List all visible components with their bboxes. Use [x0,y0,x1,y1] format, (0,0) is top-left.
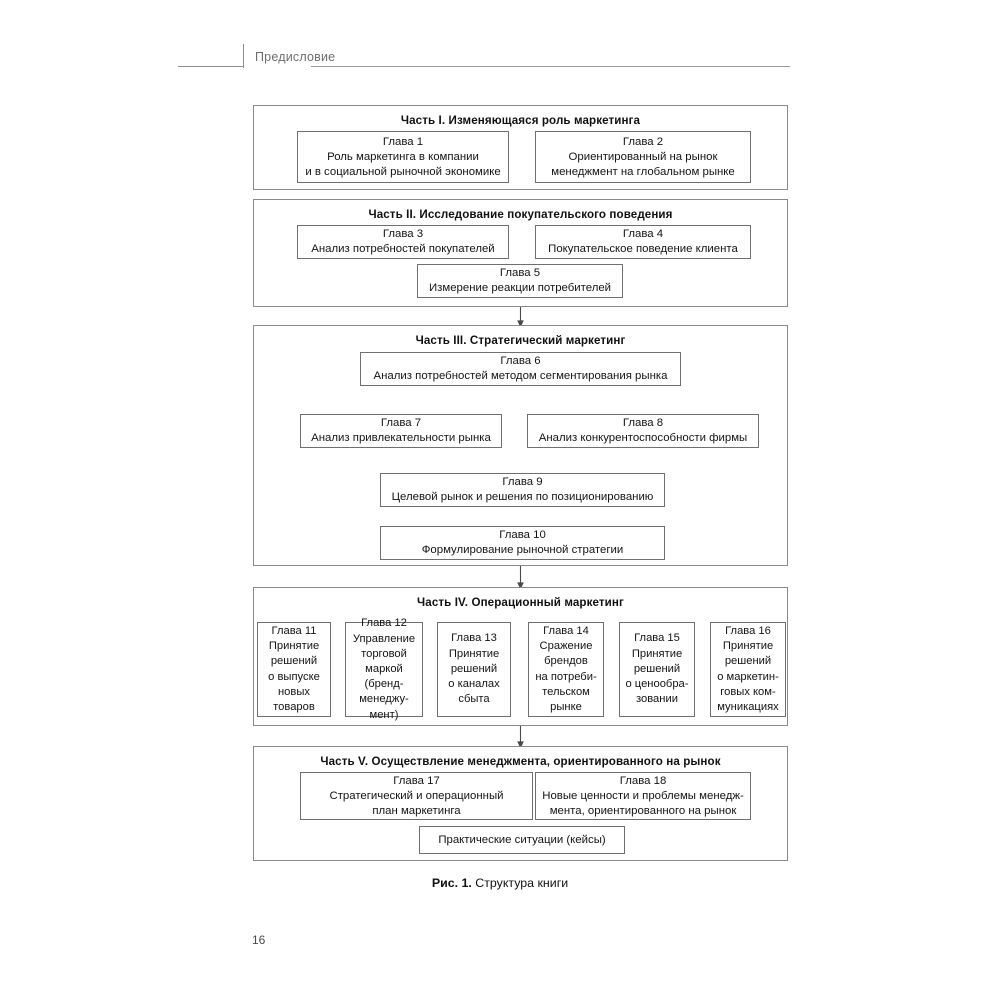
header-rule-right [311,66,790,67]
chapter-box-15[interactable]: Глава 15 Принятие решений о ценообра- зо… [619,622,695,717]
chapter-box-4[interactable]: Глава 4 Покупательское поведение клиента [535,225,751,259]
chapter-line: рынке [550,700,582,713]
chapter-line: маркой [365,662,403,675]
chapter-line: зовании [636,693,678,706]
chapter-line: Ориентированный на рынок [568,150,718,163]
chapter-number: Глава 8 [622,417,664,429]
chapter-number: Глава 6 [500,355,541,367]
chapter-number: Глава 1 [382,135,424,148]
chapter-line: менеджу- [359,693,409,706]
chapter-number: Глава 3 [382,228,424,240]
chapter-box-9[interactable]: Глава 9 Целевой рынок и решения по позиц… [380,473,665,507]
chapter-number: Глава 7 [380,417,422,429]
chapter-line: товаров [273,700,315,713]
chapter-line: Сражение [539,640,593,653]
chapter-line: Анализ потребностей покупателей [311,243,495,255]
chapter-line: торговой [361,647,407,660]
chapter-number: Глава 12 [361,617,407,630]
chapter-number: Глава 13 [451,632,497,645]
chapter-box-10[interactable]: Глава 10 Формулирование рыночной стратег… [380,526,665,560]
chapter-box-7[interactable]: Глава 7 Анализ привлекательности рынка [300,414,502,448]
chapter-line: план маркетинга [372,804,461,817]
chapter-line: и в социальной рыночной экономике [305,165,501,178]
chapter-line: новых [278,685,310,698]
chapter-line: муникациях [717,700,779,713]
figure-caption-label: Рис. 1. [431,876,472,890]
chapter-box-13[interactable]: Глава 13 Принятие решений о каналах сбыт… [437,622,511,717]
chapter-box-11[interactable]: Глава 11 Принятие решений о выпуске новы… [257,622,331,717]
chapter-line: решений [450,662,498,675]
cases-label: Практические ситуации (кейсы) [438,833,606,846]
chapter-box-6[interactable]: Глава 6 Анализ потребностей методом сегм… [360,352,681,386]
chapter-box-12[interactable]: Глава 12 Управление торговой маркой (бре… [345,617,423,721]
chapter-line: Формулирование рыночной стратегии [421,544,624,556]
chapter-line: мента, ориентированного на рынок [549,804,737,817]
chapter-number: Глава 18 [619,774,667,787]
cases-box[interactable]: Практические ситуации (кейсы) [419,826,625,854]
chapter-line: говых ком- [720,685,776,698]
chapter-box-14[interactable]: Глава 14 Сражение брендов на потреби- те… [528,622,604,717]
header-title: Предисловие [255,50,336,64]
chapter-line: Измерение реакции потребителей [428,282,612,294]
chapter-line: о каналах [448,678,500,691]
chapter-number: Глава 14 [543,624,589,637]
part-title-1: Часть I. Изменяющаяся роль маркетинга [400,114,641,127]
chapter-line: Анализ конкурентоспособности фирмы [538,432,748,444]
figure-caption: Рис. 1. Структура книги [0,876,1000,890]
chapter-box-2[interactable]: Глава 2 Ориентированный на рынок менеджм… [535,131,751,183]
chapter-number: Глава 17 [393,774,440,787]
chapter-line: Принятие [268,640,320,653]
chapter-line: решений [270,655,318,668]
chapter-line: Роль маркетинга в компании [327,150,479,163]
chapter-box-18[interactable]: Глава 18 Новые ценности и проблемы менед… [535,772,751,820]
header-rule-tick [243,44,244,68]
chapter-line: Анализ привлекательности рынка [311,432,491,444]
chapter-box-5[interactable]: Глава 5 Измерение реакции потребителей [417,264,623,298]
chapter-line: Принятие [722,640,774,653]
chapter-box-16[interactable]: Глава 16 Принятие решений о маркетин- го… [710,622,786,717]
chapter-line: решений [633,662,681,675]
chapter-box-1[interactable]: Глава 1 Роль маркетинга в компании и в с… [297,131,509,183]
chapter-line: Принятие [631,647,683,660]
part-frame-4: Часть IV. Операционный маркетинг [253,587,788,726]
figure-caption-text: Структура книги [471,876,569,890]
chapter-line: Управление [352,632,416,645]
chapter-line: Целевой рынок и решения по позиционирова… [391,491,654,503]
chapter-line: сбыта [458,693,490,706]
chapter-line: (бренд- [364,678,404,691]
part-title-2: Часть II. Исследование покупательского п… [368,208,673,221]
chapter-line: решений [724,655,772,668]
chapter-line: Покупательское поведение клиента [548,243,738,255]
page-number: 16 [252,933,266,947]
chapter-line: о выпуске [268,670,320,683]
chapter-line: Анализ потребностей методом сегментирова… [373,370,668,382]
chapter-line: мент) [369,708,399,721]
chapter-box-3[interactable]: Глава 3 Анализ потребностей покупателей [297,225,509,259]
chapter-number: Глава 16 [725,624,771,637]
chapter-number: Глава 15 [634,632,680,645]
chapter-box-17[interactable]: Глава 17 Стратегический и операционный п… [300,772,533,820]
chapter-line: Новые ценности и проблемы менедж- [542,789,744,802]
chapter-line: менеджмент на глобальном рынке [551,165,735,178]
chapter-line: брендов [544,655,588,668]
chapter-line: Стратегический и операционный [329,789,504,802]
chapter-number: Глава 4 [622,228,664,240]
chapter-number: Глава 9 [502,476,543,488]
part-title-4: Часть IV. Операционный маркетинг [417,596,624,609]
chapter-line: о маркетин- [717,670,779,683]
chapter-line: о ценообра- [625,678,689,691]
chapter-line: Принятие [448,647,500,660]
chapter-number: Глава 10 [499,529,546,541]
part-title-5: Часть V. Осуществление менеджмента, орие… [320,755,721,768]
chapter-line: тельском [542,685,590,698]
part-title-3: Часть III. Стратегический маркетинг [415,334,626,347]
chapter-line: на потреби- [535,670,597,683]
chapter-number: Глава 11 [271,624,317,637]
running-header: Предисловие [0,0,1000,90]
chapter-box-8[interactable]: Глава 8 Анализ конкурентоспособности фир… [527,414,759,448]
chapter-number: Глава 2 [622,135,664,148]
header-rule-left [178,66,244,67]
chapter-number: Глава 5 [499,267,541,279]
